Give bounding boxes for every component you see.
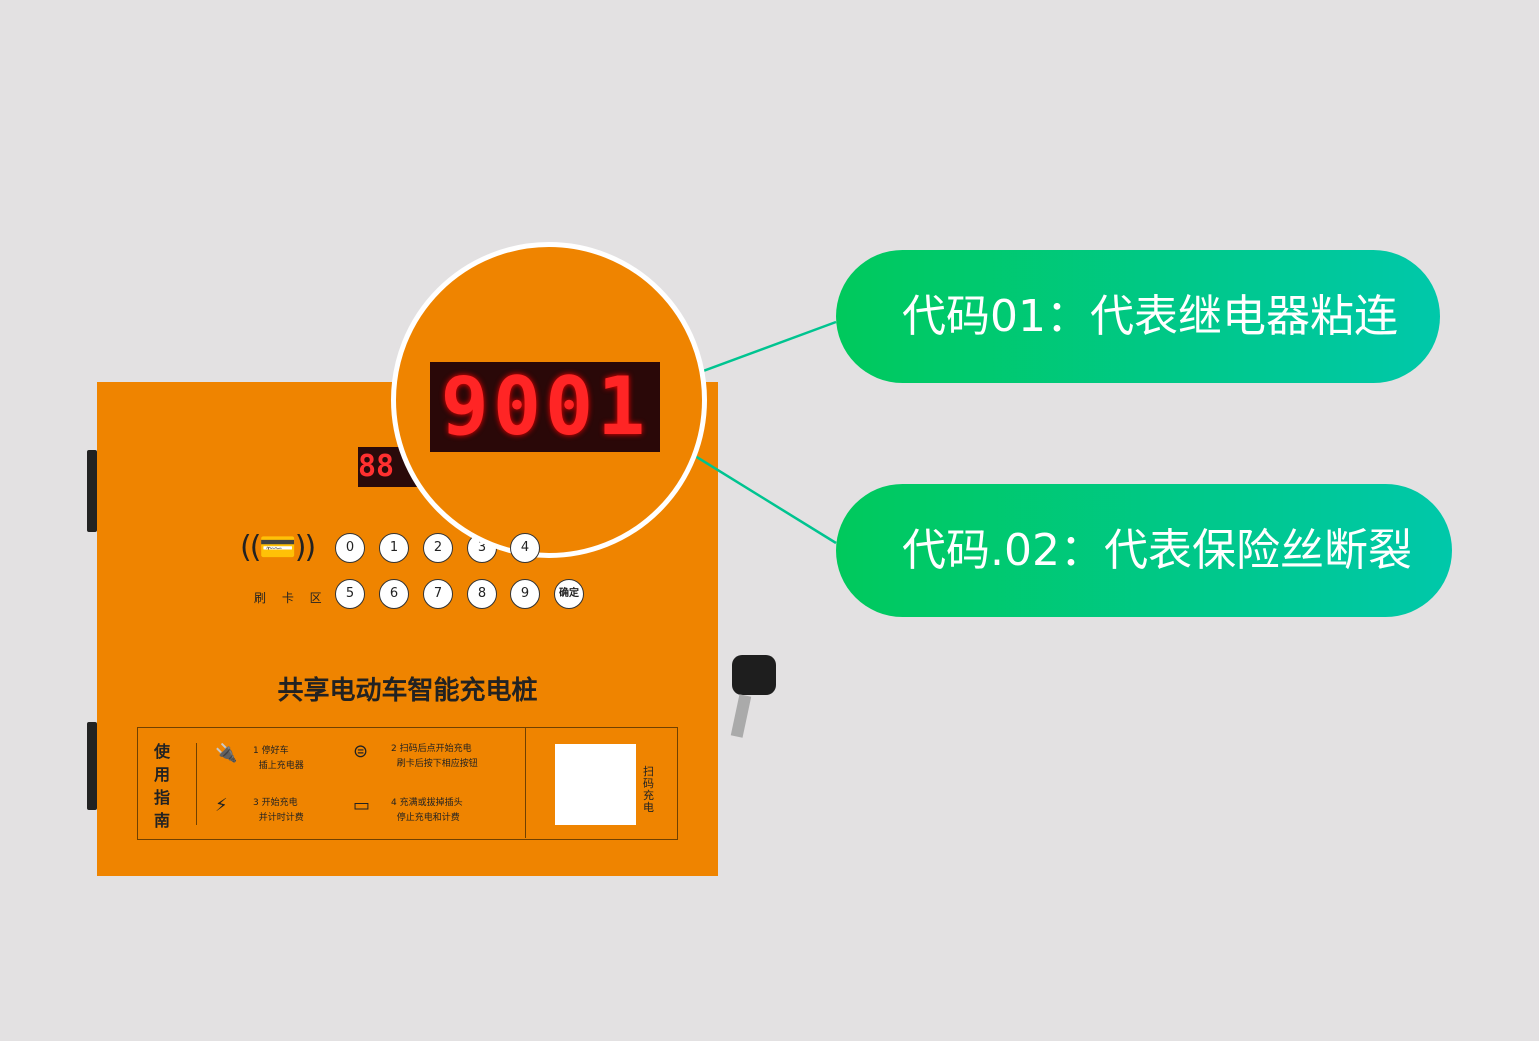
- step-line2: 刷卡后按下相应按钮: [396, 759, 478, 769]
- guide-step-4: ▭ 4 充满或拔掉插头 停止充电和计费: [353, 796, 463, 826]
- step-num: 3: [253, 798, 259, 808]
- guide-step-3: ⚡ 3 开始充电 并计时计费: [215, 796, 304, 826]
- step-line1: 开始充电: [261, 798, 298, 808]
- key-4[interactable]: 4: [510, 533, 540, 563]
- key-0[interactable]: 0: [335, 533, 365, 563]
- hinge-bottom: [87, 722, 97, 810]
- key-6[interactable]: 6: [379, 579, 409, 609]
- key-icon: [732, 655, 776, 695]
- guide-step-1: 🔌 1 停好车 插上充电器: [215, 744, 304, 774]
- key-5[interactable]: 5: [335, 579, 365, 609]
- callout-code-01: 代码01：代表继电器粘连: [836, 250, 1440, 383]
- rfid-card-icon: ((💳)): [240, 530, 316, 565]
- step-line2: 并计时计费: [258, 813, 304, 823]
- step-line1: 充满或拔掉插头: [399, 798, 463, 808]
- key-confirm[interactable]: 确定: [554, 579, 584, 609]
- qr-section: 扫码充电: [525, 728, 678, 838]
- step-num: 2: [391, 744, 397, 754]
- battery-icon: ▭: [353, 795, 371, 816]
- step-line1: 扫码后点开始充电: [399, 744, 472, 754]
- plug-icon: 🔌: [215, 743, 238, 764]
- device-title: 共享电动车智能充电桩: [277, 676, 538, 706]
- callout-code-02: 代码.02：代表保险丝断裂: [836, 484, 1452, 617]
- guide-divider: [196, 743, 197, 825]
- step-num: 4: [391, 798, 397, 808]
- hinge-top: [87, 450, 97, 532]
- usage-guide: 使用指南 🔌 1 停好车 插上充电器 ⊜ 2 扫码后点开始充电 刷卡后按下相应按…: [137, 727, 678, 840]
- qr-label: 扫码充电: [643, 765, 654, 814]
- scan-icon: ⊜: [353, 741, 369, 762]
- guide-step-2: ⊜ 2 扫码后点开始充电 刷卡后按下相应按钮: [353, 742, 478, 772]
- step-line2: 停止充电和计费: [396, 813, 460, 823]
- key-7[interactable]: 7: [423, 579, 453, 609]
- lightning-icon: ⚡: [215, 795, 228, 816]
- card-zone-label: 刷 卡 区: [254, 591, 328, 605]
- guide-title: 使用指南: [154, 742, 171, 830]
- qr-code[interactable]: [555, 744, 636, 825]
- step-num: 1: [253, 746, 259, 756]
- key-1[interactable]: 1: [379, 533, 409, 563]
- step-line2: 插上充电器: [258, 761, 304, 771]
- zoomed-led-display: 9001: [430, 362, 660, 452]
- key-2[interactable]: 2: [423, 533, 453, 563]
- step-line1: 停好车: [261, 746, 289, 756]
- magnifier-circle: 9001: [391, 242, 707, 558]
- key-9[interactable]: 9: [510, 579, 540, 609]
- key-8[interactable]: 8: [467, 579, 497, 609]
